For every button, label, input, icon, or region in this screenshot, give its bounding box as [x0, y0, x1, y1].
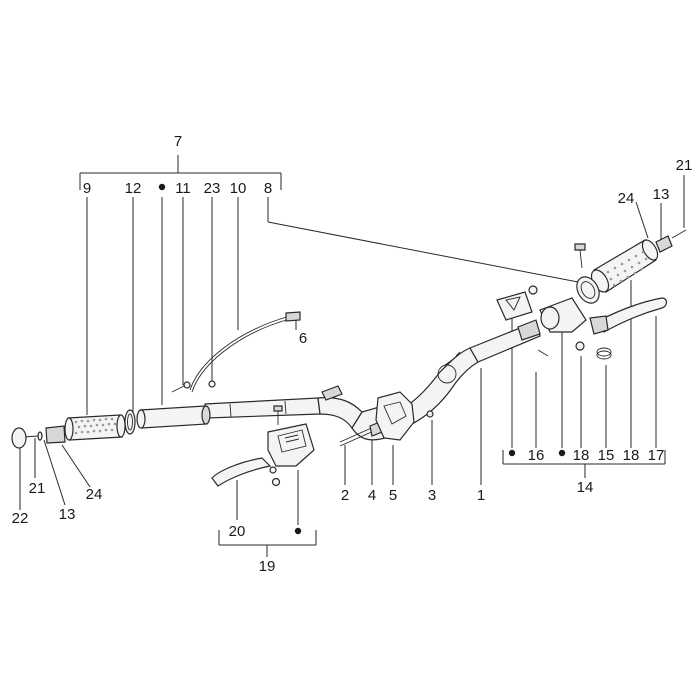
label-10: 10	[230, 180, 247, 197]
label-3: 3	[428, 487, 436, 504]
label-16: 16	[528, 447, 545, 464]
label-9: 9	[83, 180, 91, 197]
label-23: 23	[204, 180, 221, 197]
left-grip-assembly	[11, 311, 301, 449]
label-12: 12	[125, 180, 142, 197]
label-18-b: 18	[623, 447, 640, 464]
handlebar-tube	[204, 319, 541, 441]
label-13-left: 13	[59, 506, 76, 523]
center-clamp	[321, 385, 434, 447]
label-1: 1	[477, 487, 485, 504]
label-22: 22	[12, 510, 29, 527]
label-7: 7	[174, 133, 182, 150]
label-13-right: 13	[653, 186, 670, 203]
dot-marker	[294, 527, 302, 535]
label-6: 6	[299, 330, 307, 347]
dot-markers	[158, 183, 566, 535]
label-15: 15	[598, 447, 615, 464]
label-5: 5	[389, 487, 397, 504]
label-18-a: 18	[573, 447, 590, 464]
label-14: 14	[577, 479, 594, 496]
label-21-right: 21	[676, 157, 693, 174]
label-4: 4	[368, 487, 376, 504]
part-labels: 7 9 12 11 23 10 8 21 13 24 6 16 18 15 18…	[12, 133, 693, 575]
dot-marker	[158, 183, 166, 191]
dot-marker	[508, 449, 516, 457]
leader-lines	[19, 155, 685, 557]
label-24-left: 24	[86, 486, 103, 503]
dot-marker	[558, 449, 566, 457]
label-21-left: 21	[29, 480, 46, 497]
label-24-right: 24	[618, 190, 635, 207]
label-20: 20	[229, 523, 246, 540]
label-2: 2	[341, 487, 349, 504]
label-19: 19	[259, 558, 276, 575]
label-8: 8	[264, 180, 272, 197]
label-17: 17	[648, 447, 665, 464]
label-11: 11	[175, 180, 191, 197]
left-master-cylinder	[211, 405, 315, 487]
right-grip-assembly	[496, 229, 687, 360]
